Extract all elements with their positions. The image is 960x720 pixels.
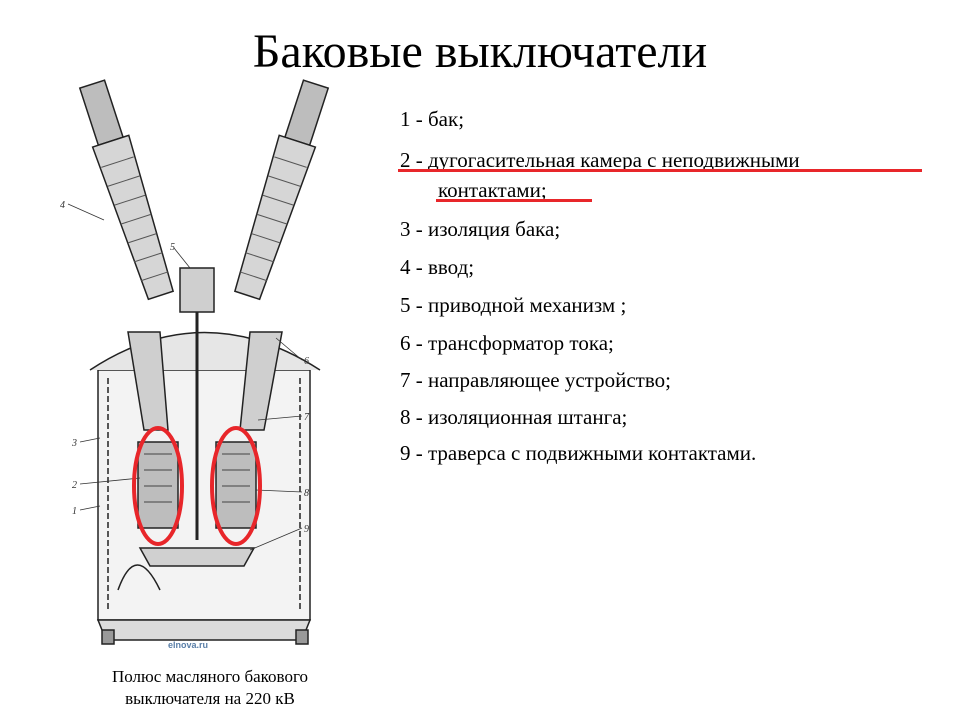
- legend-item-6: 6 - трансформатор тока;: [400, 331, 614, 355]
- highlight-underline-2: [436, 199, 592, 202]
- legend-item-4: 4 - ввод;: [400, 255, 475, 279]
- drive-mechanism: [179, 267, 215, 313]
- traverse: [138, 547, 256, 567]
- diagram-label-7: 7: [304, 412, 310, 423]
- diagram-caption: Полюс масляного бакового выключателя на …: [60, 666, 360, 710]
- legend-item-7: 7 - направляющее устройство;: [400, 368, 671, 392]
- guide-device: [117, 564, 161, 591]
- highlight-ellipse-left: [132, 426, 184, 546]
- arc-chamber-right: [215, 441, 257, 529]
- diagram-label-5: 5: [170, 242, 175, 253]
- legend-item-9: 9 - траверса с подвижными контактами.: [400, 441, 757, 465]
- legend-item-2-continuation: контактами;: [438, 178, 547, 202]
- arc-chamber-left: [137, 441, 179, 529]
- legend-item-1: 1 - бак;: [400, 107, 465, 131]
- right-inner-insulator: [239, 331, 283, 431]
- tank-body: [97, 369, 311, 621]
- caption-line-1: Полюс масляного бакового: [111, 667, 308, 686]
- tank-base: [96, 619, 312, 641]
- tank-lid: [89, 331, 321, 371]
- left-inner-insulator: [127, 331, 169, 431]
- highlight-ellipse-right: [210, 426, 262, 546]
- right-bushing: [233, 79, 330, 301]
- caption-line-2: выключателя на 220 кВ: [125, 689, 295, 708]
- legend-item-5: 5 - приводной механизм ;: [400, 293, 627, 317]
- slide-title: Баковые выключатели: [252, 25, 708, 78]
- left-bushing: [78, 79, 175, 301]
- watermark: elnova.ru: [168, 640, 208, 650]
- diagram-label-8: 8: [304, 488, 309, 499]
- legend-item-3: 3 - изоляция бака;: [400, 217, 561, 241]
- diagram-label-4: 4: [60, 200, 65, 211]
- diagram-label-1: 1: [72, 506, 77, 517]
- diagram-label-9: 9: [304, 524, 309, 535]
- legend-item-2: 2 - дугогасительная камера с неподвижным…: [400, 148, 800, 172]
- diagram-label-3: 3: [71, 438, 77, 449]
- legend-item-8: 8 - изоляционная штанга;: [400, 405, 628, 429]
- diagram-label-6: 6: [304, 356, 309, 367]
- breaker-diagram: 4 5 6 7 3 2 8 1 9 elnova.ru: [60, 79, 330, 650]
- highlight-underline-1: [398, 169, 922, 172]
- diagram-label-2: 2: [72, 480, 77, 491]
